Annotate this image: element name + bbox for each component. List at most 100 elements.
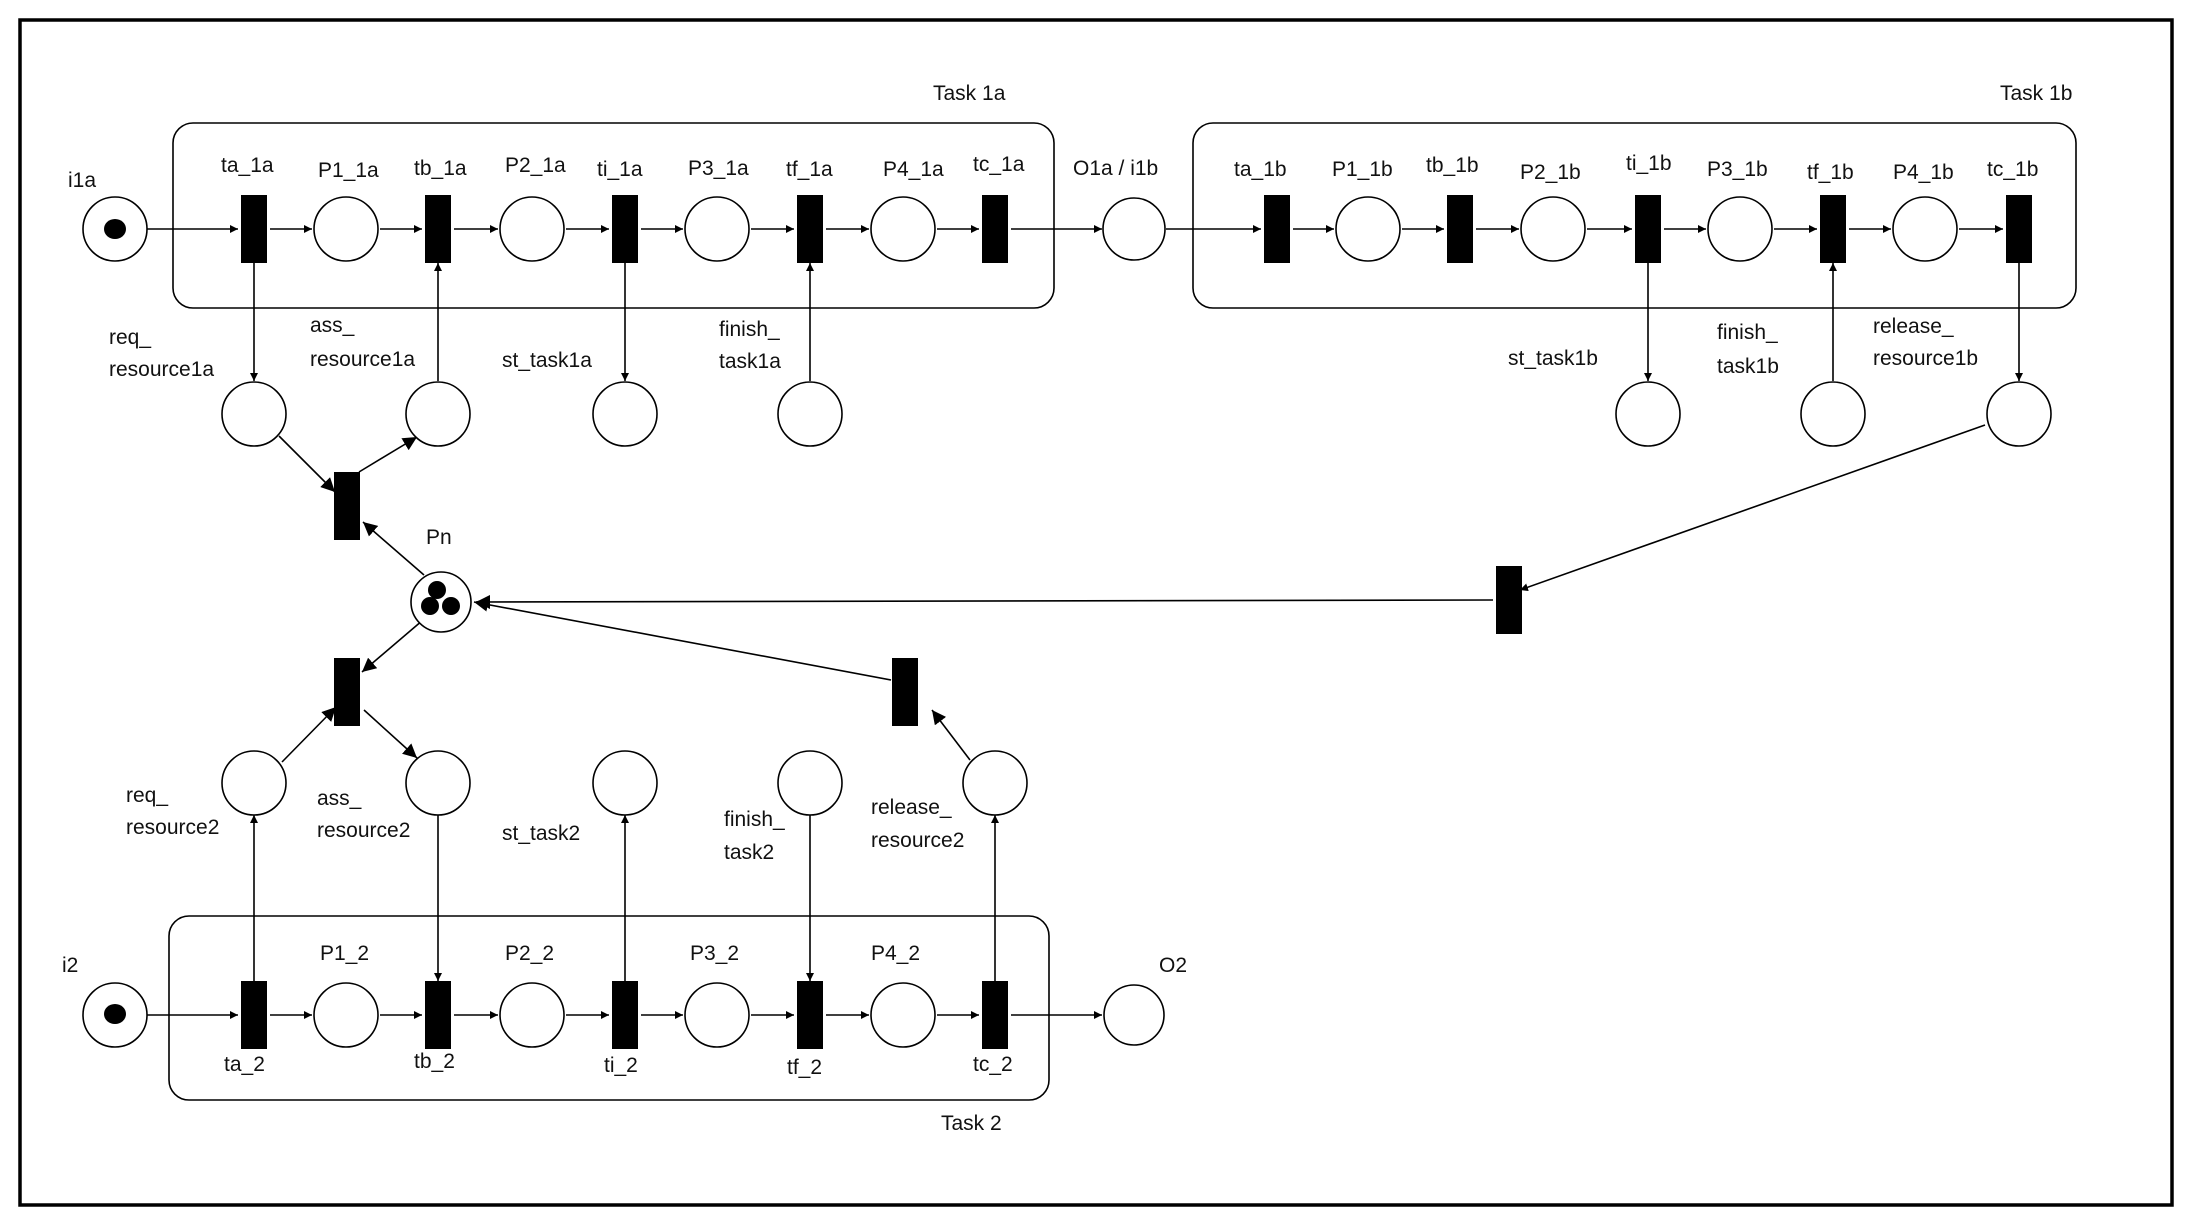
transition-tc-1b [2006,195,2032,263]
label-p4-2: P4_2 [871,942,920,965]
label-ti-2: ti_2 [604,1054,638,1077]
transition-tf-1b [1820,195,1846,263]
label-o1a-i1b: O1a / i1b [1073,157,1158,180]
place-p3-2 [684,982,750,1048]
label-ass-resource1a-line2: resource1a [310,348,415,371]
transition-tb-1b [1447,195,1473,263]
place-o1a-i1b [1102,197,1166,261]
label-p3-1a: P3_1a [688,157,749,180]
place-finish-task2 [777,750,843,816]
place-req-resource2 [221,750,287,816]
place-ass-resource2 [405,750,471,816]
outer-frame [18,18,2174,1207]
place-p2-2 [499,982,565,1048]
label-req-resource2-line2: resource2 [126,816,219,839]
place-p2-1a [499,196,565,262]
label-finish-task2-line1: finish_ [724,808,785,831]
label-p1-1a: P1_1a [318,159,379,182]
transition-ti-1a [612,195,638,263]
label-ta-1a: ta_1a [221,154,274,177]
transitions [241,195,2032,1049]
place-p4-2 [870,982,936,1048]
place-p2-1b [1520,196,1586,262]
place-st-task1a [592,381,658,447]
label-p2-1b: P2_1b [1520,161,1581,184]
transition-ta-1b [1264,195,1290,263]
label-req-resource1a-line1: req_ [109,326,151,349]
label-finish-task2-line2: task2 [724,841,774,864]
label-release-resource1b-line1: release_ [1873,315,1954,338]
label-p1-2: P1_2 [320,942,369,965]
label-tc-1a: tc_1a [973,153,1025,176]
label-tb-1a: tb_1a [414,157,467,180]
label-ass-resource1a-line1: ass_ [310,314,355,337]
place-o2 [1103,984,1165,1046]
label-finish-task1a-line2: task1a [719,350,781,373]
place-req-resource1a [221,381,287,447]
label-ass-resource2-line1: ass_ [317,787,362,810]
task-1a-box [172,122,1055,309]
labels: i1a ta_1a P1_1a tb_1a P2_1a ti_1a P3_1a … [62,152,2038,1079]
place-st-task2 [592,750,658,816]
token-pn-1 [428,581,446,599]
transition-ti-2 [612,981,638,1049]
label-tf-2: tf_2 [787,1056,822,1079]
task-1b-label: Task 1b [2000,82,2072,105]
task-2-box [168,915,1050,1101]
label-release-resource1b-line2: resource1b [1873,347,1978,370]
transition-acquire-1a [334,472,360,540]
label-finish-task1a-line1: finish_ [719,318,780,341]
place-p3-1b [1707,196,1773,262]
label-ti-1b: ti_1b [1626,152,1672,175]
label-release-resource2-line2: resource2 [871,829,964,852]
tokens [104,219,460,1024]
label-p4-1a: P4_1a [883,158,944,181]
place-p4-1b [1892,196,1958,262]
label-st-task2: st_task2 [502,822,580,845]
place-p1-1b [1335,196,1401,262]
label-p3-2: P3_2 [690,942,739,965]
label-pn: Pn [426,526,452,549]
place-p1-2 [313,982,379,1048]
place-p3-1a [684,196,750,262]
label-ti-1a: ti_1a [597,158,643,181]
label-p2-2: P2_2 [505,942,554,965]
label-tc-1b: tc_1b [1987,158,2038,181]
transition-release-1b [1496,566,1522,634]
place-finish-task1b [1800,381,1866,447]
places [82,196,2052,1048]
transition-tc-1a [982,195,1008,263]
arcs [147,225,2023,1019]
place-st-task1b [1615,381,1681,447]
place-release-resource1b [1986,381,2052,447]
place-p4-1a [870,196,936,262]
place-pn [410,571,472,633]
label-finish-task1b-line1: finish_ [1717,321,1778,344]
label-tf-1a: tf_1a [786,158,833,181]
label-p2-1a: P2_1a [505,154,566,177]
place-ass-resource1a [405,381,471,447]
label-tc-2: tc_2 [973,1053,1013,1076]
transition-tc-2 [982,981,1008,1049]
place-release-resource2 [962,750,1028,816]
transition-tb-2 [425,981,451,1049]
place-finish-task1a [777,381,843,447]
transition-ta-1a [241,195,267,263]
label-st-task1a: st_task1a [502,349,592,372]
label-ta-1b: ta_1b [1234,158,1287,181]
transition-tf-2 [797,981,823,1049]
label-req-resource2-line1: req_ [126,784,168,807]
label-o2: O2 [1159,954,1187,977]
label-release-resource2-line1: release_ [871,796,952,819]
token-i2 [104,1004,126,1024]
transition-ti-1b [1635,195,1661,263]
task-2-label: Task 2 [941,1112,1002,1135]
task-1a-label: Task 1a [933,82,1006,105]
label-p3-1b: P3_1b [1707,158,1768,181]
place-p1-1a [313,196,379,262]
label-tb-1b: tb_1b [1426,154,1479,177]
label-ta-2: ta_2 [224,1053,265,1076]
transition-ta-2 [241,981,267,1049]
label-tb-2: tb_2 [414,1050,455,1073]
label-st-task1b: st_task1b [1508,347,1598,370]
